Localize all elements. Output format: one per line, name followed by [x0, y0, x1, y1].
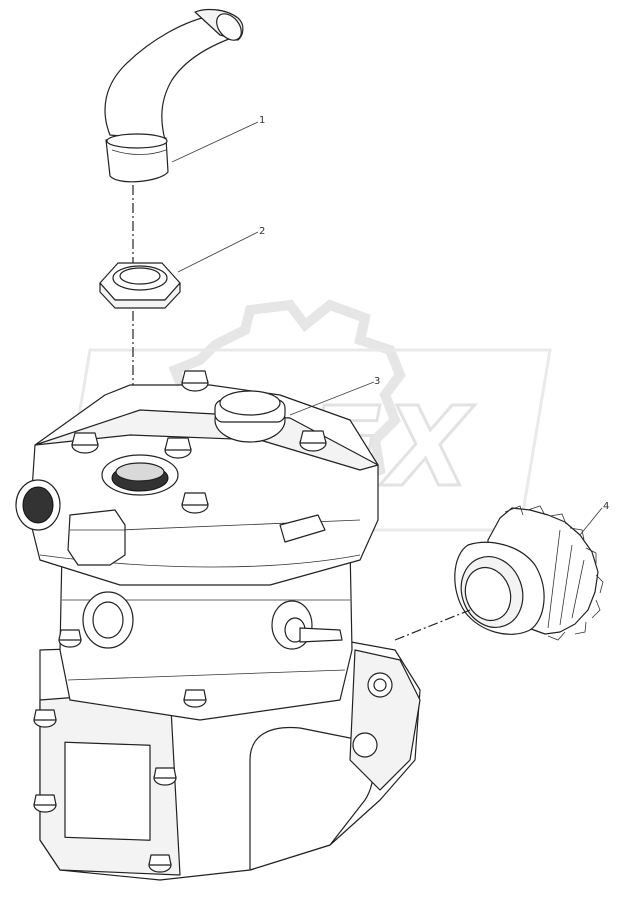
leader-lines: [171, 121, 603, 536]
elbow-pipe-part: [104, 8, 244, 183]
crankcase-bolts: [33, 629, 207, 873]
callout-2-label: 2: [259, 226, 265, 237]
callout-1-label: 1: [259, 115, 265, 126]
callout-4-label: 4: [603, 501, 609, 512]
gear-axis-line: [394, 609, 471, 641]
cylinder-head-bolts: [71, 370, 327, 514]
drive-gear-part: [454, 505, 604, 641]
callout-3-label: 3: [374, 376, 380, 387]
compressor-body: [15, 370, 471, 881]
hex-nut-part: [99, 262, 181, 309]
